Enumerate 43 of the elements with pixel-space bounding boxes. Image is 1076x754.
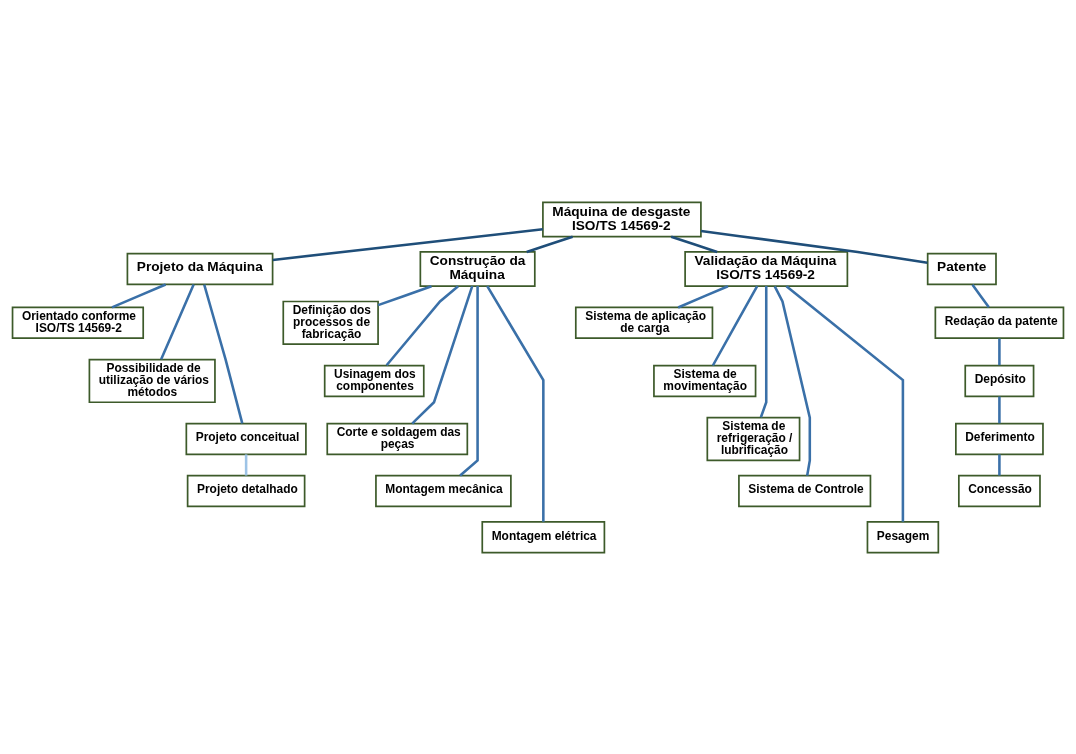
connector (998, 453, 1001, 475)
node-box: Patente (926, 252, 997, 285)
connector (160, 283, 195, 360)
connector (759, 285, 768, 418)
node-box: Sistema de aplicação de carga (574, 306, 714, 339)
connector (244, 453, 248, 475)
node-box: Sistema de movimentação (653, 364, 757, 397)
node-box: Montagem mecânica (375, 474, 512, 507)
node-box: Pesagem (866, 520, 940, 553)
node-box: Máquina de desgaste ISO/TS 14569-2 (542, 201, 702, 237)
connector (998, 396, 1001, 423)
connector (773, 285, 812, 476)
node-box: Validação da Máquina ISO/TS 14569-2 (684, 250, 849, 287)
connector (111, 282, 167, 309)
connector (272, 227, 543, 261)
node-box: Concessão (958, 474, 1041, 507)
node-box: Depósito (964, 364, 1035, 397)
node-box: Montagem elétrica (481, 520, 606, 553)
node-box: Projeto conceitual (185, 422, 307, 455)
connector (971, 283, 990, 308)
connector (526, 234, 574, 253)
node-box: Possibilidade de utilização de vários métodos (88, 358, 216, 403)
connector (377, 284, 432, 306)
connector (711, 285, 759, 366)
node-box: Redação da patente (934, 306, 1065, 339)
connector (785, 284, 905, 522)
node-box: Construção da Máquina (419, 250, 536, 287)
node-box: Definição dos processos de fabricação (282, 300, 379, 345)
node-box: Sistema de Controle (738, 474, 872, 507)
connector (486, 285, 545, 522)
node-box: Orientado conforme ISO/TS 14569-2 (11, 306, 145, 339)
node-box: Corte e soldagem das peças (326, 422, 469, 455)
node-box: Usinagem dos componentes (323, 364, 425, 397)
connector (385, 284, 459, 366)
node-box: Projeto da Máquina (126, 252, 274, 285)
node-box: Projeto detalhado (186, 474, 306, 507)
node-box: Deferimento (955, 422, 1044, 455)
connector (411, 285, 474, 424)
connector (670, 234, 718, 253)
connector (700, 229, 928, 264)
node-box: Sistema de refrigeração / lubrificação (706, 416, 801, 461)
connector (998, 338, 1001, 365)
connector (203, 283, 244, 424)
